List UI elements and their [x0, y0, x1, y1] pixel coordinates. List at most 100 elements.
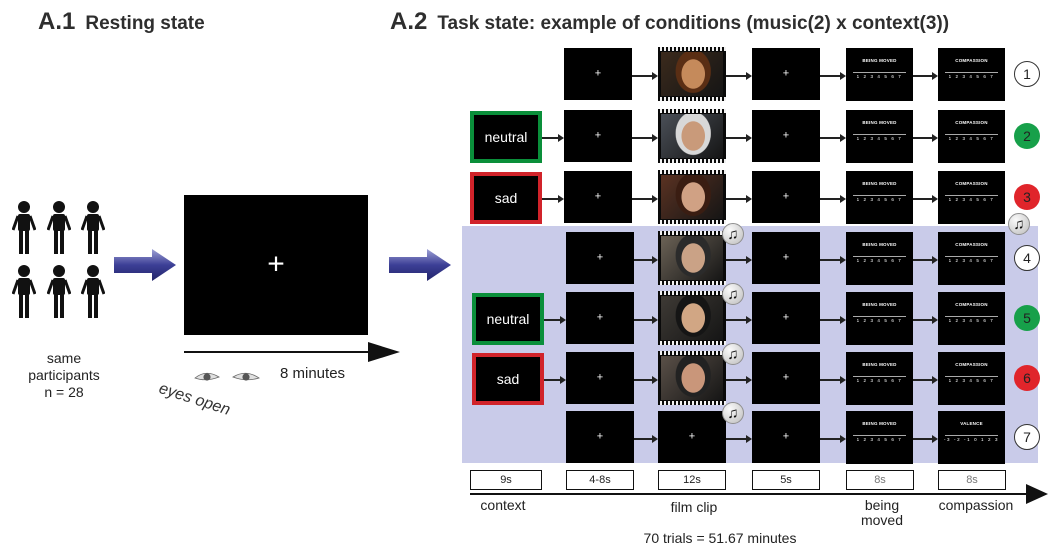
- fixation-cross: +: [782, 190, 790, 203]
- rating-title: BEING MOVED: [862, 302, 897, 307]
- duration-context: 9s: [470, 470, 542, 490]
- duration-compassion: 8s: [938, 470, 1006, 490]
- arrow: [632, 134, 658, 142]
- arrow: [632, 72, 658, 80]
- music-note-icon: ♫: [722, 402, 744, 424]
- fixation-cross: +: [596, 371, 604, 384]
- rating-scale-line: [945, 134, 998, 135]
- resting-timeline-arrowhead: [368, 342, 400, 362]
- arrow: [634, 376, 658, 384]
- moved-label: moved: [860, 512, 904, 528]
- condition-number-2: 2: [1014, 123, 1040, 149]
- fixation-cross: +: [596, 311, 604, 324]
- arrow: [820, 376, 846, 384]
- film-perforation-bottom: [658, 159, 726, 163]
- arrow: [820, 72, 846, 80]
- fixation-screen-1: +: [564, 171, 632, 223]
- rating-scale-line: [853, 256, 906, 257]
- fixation-cross: +: [782, 311, 790, 324]
- blue-arrow-icon: [389, 249, 451, 281]
- blue-arrow-icon: [114, 249, 176, 281]
- resting-screen: +: [184, 195, 368, 335]
- music-note-icon: ♫: [1008, 213, 1030, 235]
- context-label: neutral: [484, 129, 528, 145]
- arrow: [632, 195, 658, 203]
- film-perforation-bottom: [658, 97, 726, 101]
- task-timeline-line: [470, 493, 1030, 495]
- film-perforation-top: [658, 231, 726, 235]
- music-note-icon: ♫: [722, 283, 744, 305]
- task-timeline-arrowhead: [1026, 484, 1048, 504]
- film-perforation-top: [658, 291, 726, 295]
- fixation-cross: +: [782, 251, 790, 264]
- fixation-screen-clip: +: [658, 411, 726, 463]
- film-clip-still: [661, 52, 723, 96]
- rating-scale: 1 2 3 4 5 6 7: [948, 136, 995, 141]
- rating-scale-line: [945, 435, 998, 436]
- condition-number-label: 4: [1023, 250, 1031, 266]
- film-clip-still: [661, 114, 723, 158]
- film-clip-still: [661, 175, 723, 219]
- fixation-cross: +: [782, 129, 790, 142]
- context-label: sad: [494, 190, 518, 206]
- fixation-screen-2: +: [752, 411, 820, 463]
- rating-scale-line: [853, 195, 906, 196]
- fixation-cross: +: [594, 67, 602, 80]
- rating-compassion: COMPASSION 1 2 3 4 5 6 7: [938, 232, 1005, 285]
- timeline-label-film: film clip: [670, 499, 718, 515]
- film-clip-frame: [658, 231, 726, 285]
- fixation-screen-1: +: [566, 232, 634, 284]
- rating-title: COMPASSION: [955, 181, 988, 186]
- rating-title: COMPASSION: [955, 242, 988, 247]
- condition-number-label: 2: [1023, 128, 1031, 144]
- duration-fixation-1: 4-8s: [566, 470, 634, 490]
- rating-title: BEING MOVED: [862, 58, 897, 63]
- resting-timeline-arrow: [184, 351, 370, 353]
- person-icon: [81, 201, 105, 254]
- context-label: sad: [496, 371, 520, 387]
- duration-film: 12s: [658, 470, 726, 490]
- arrow: [726, 195, 752, 203]
- rating-scale-line: [853, 376, 906, 377]
- rating-scale: 1 2 3 4 5 6 7: [856, 136, 903, 141]
- fixation-cross: +: [596, 251, 604, 264]
- rating-scale: 1 2 3 4 5 6 7: [948, 258, 995, 263]
- rating-compassion: COMPASSION 1 2 3 4 5 6 7: [938, 48, 1005, 101]
- rating-title: COMPASSION: [955, 58, 988, 63]
- rating-scale: 1 2 3 4 5 6 7: [856, 437, 903, 442]
- rating-scale-line: [853, 435, 906, 436]
- resting-duration: 8 minutes: [280, 365, 346, 382]
- arrow: [913, 134, 938, 142]
- arrow: [820, 256, 846, 264]
- fixation-screen-2: +: [752, 352, 820, 404]
- film-perforation-top: [658, 351, 726, 355]
- rating-scale: 1 2 3 4 5 6 7: [948, 318, 995, 323]
- participants-line-2: participants: [28, 367, 100, 383]
- film-clip-frame: [658, 170, 726, 224]
- film-perforation-top: [658, 109, 726, 113]
- rating-scale: 1 2 3 4 5 6 7: [948, 74, 995, 79]
- rating-title: COMPASSION: [955, 120, 988, 125]
- condition-number-label: 6: [1023, 370, 1031, 386]
- film-clip-still: [661, 296, 723, 340]
- rating-title: BEING MOVED: [862, 120, 897, 125]
- person-icon: [81, 265, 105, 318]
- fixation-screen-1: +: [566, 292, 634, 344]
- rating-title: BEING MOVED: [862, 362, 897, 367]
- arrow: [820, 195, 846, 203]
- rating-scale-line: [945, 316, 998, 317]
- film-clip-frame: [658, 291, 726, 345]
- resting-fixation-cross: +: [267, 247, 285, 281]
- context-screen-neutral: neutral: [470, 111, 542, 163]
- arrow: [913, 376, 938, 384]
- fixation-cross: +: [594, 190, 602, 203]
- arrow: [726, 256, 752, 264]
- fixation-cross: +: [782, 430, 790, 443]
- participants-line-1: same: [46, 350, 82, 366]
